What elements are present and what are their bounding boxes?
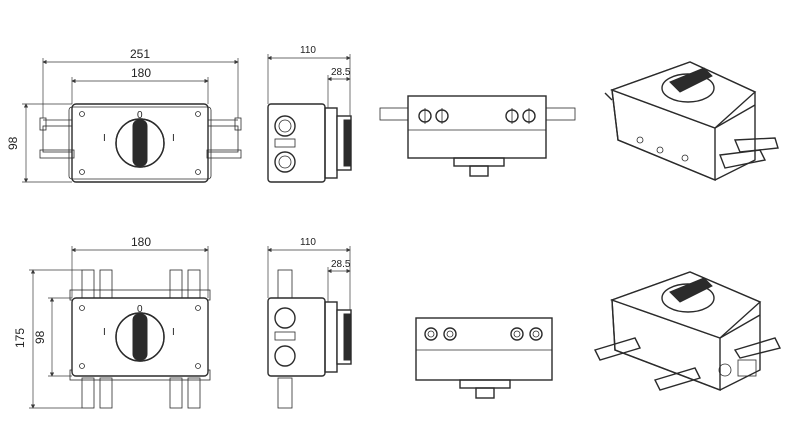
- bottom-bottom-view: [415, 317, 553, 399]
- dim-175: 175: [13, 328, 27, 348]
- dim-180-bottom: 180: [131, 235, 151, 249]
- svg-text:I: I: [103, 327, 106, 338]
- top-front-dimensions: 251 180 98: [6, 47, 239, 183]
- svg-text:I: I: [103, 133, 106, 144]
- svg-text:I: I: [172, 133, 175, 144]
- bottom-side-view: [267, 269, 352, 409]
- svg-text:0: 0: [137, 304, 143, 315]
- bottom-isometric-view: [594, 271, 782, 392]
- svg-text:I: I: [172, 327, 175, 338]
- top-side-dimensions: 110 28.5: [267, 45, 351, 116]
- bottom-side-dimensions: 110 28.5: [267, 237, 351, 310]
- dim-98: 98: [6, 136, 20, 150]
- top-isometric-view: [604, 61, 779, 182]
- dim-251: 251: [130, 47, 150, 61]
- svg-text:0: 0: [137, 110, 143, 121]
- top-bottom-view: [379, 95, 576, 177]
- dim-180: 180: [131, 66, 151, 80]
- top-side-view: [267, 103, 352, 183]
- top-front-view: 0 I I: [39, 103, 242, 183]
- dim-98-bottom: 98: [33, 330, 47, 344]
- dim-28-5-bottom: 28.5: [331, 259, 351, 270]
- bottom-front-view: 0 I I: [69, 269, 211, 409]
- dim-110: 110: [300, 45, 316, 56]
- dim-110-bottom: 110: [300, 237, 316, 248]
- bottom-front-dimensions: 180 175 98: [13, 235, 209, 409]
- dim-28-5: 28.5: [331, 67, 351, 78]
